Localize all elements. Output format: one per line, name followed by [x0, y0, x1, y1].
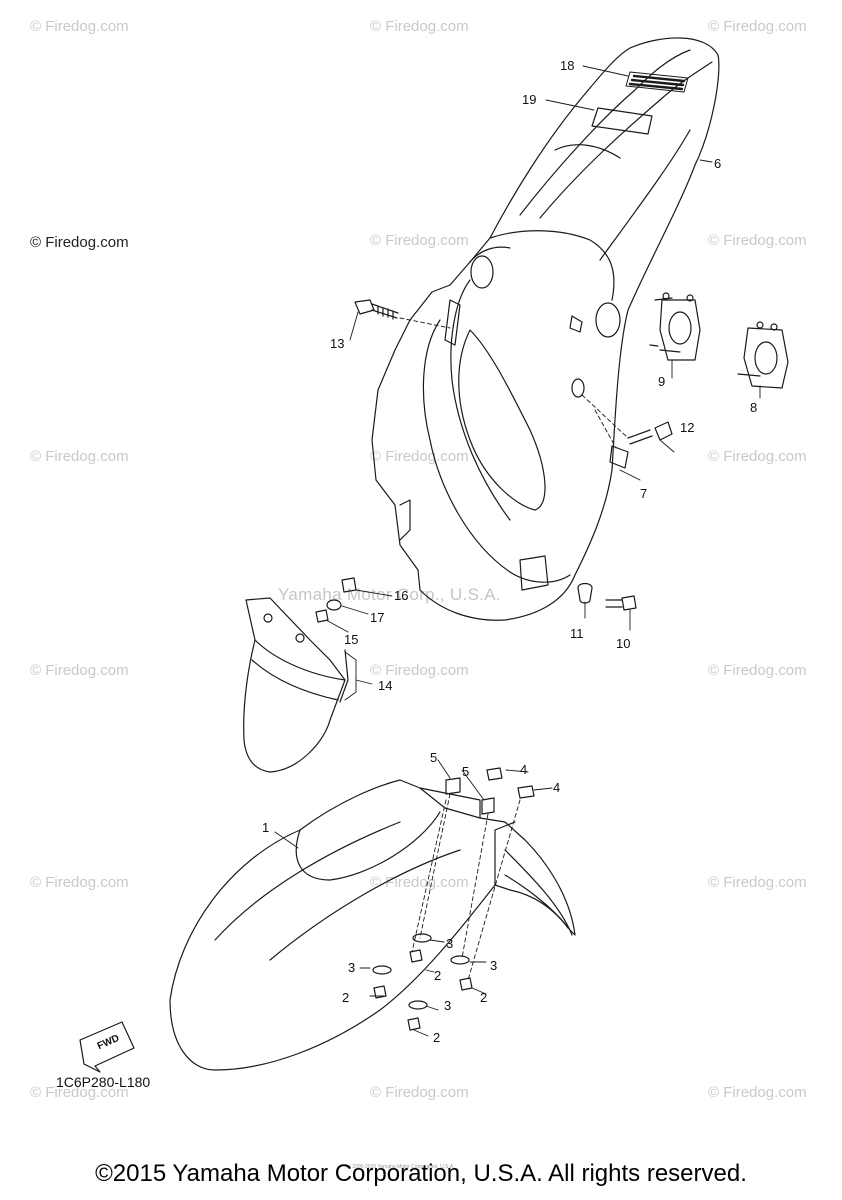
bolt-4 [486, 767, 535, 799]
callout-11: 11 [570, 626, 584, 641]
washers-3 [372, 933, 470, 1010]
callout-18: 18 [560, 58, 575, 73]
callout-10: 10 [616, 636, 631, 651]
watermark: © Firedog.com [708, 18, 807, 35]
watermark: © Firedog.com [30, 662, 129, 679]
bracket-9 [649, 292, 701, 361]
bolts-2 [373, 949, 473, 1031]
bolt-12 [627, 421, 673, 445]
watermark: © Firedog.com [708, 232, 807, 249]
callout-13: 13 [330, 336, 345, 351]
bracket-8 [737, 321, 789, 389]
callout-12: 12 [680, 420, 695, 435]
watermark: © Firedog.com [30, 1084, 129, 1101]
callout-2: 2 [433, 1030, 441, 1045]
callout-2: 2 [434, 968, 442, 983]
front-fender [169, 779, 576, 1071]
watermark: © Firedog.com [708, 662, 807, 679]
callout-14: 14 [378, 678, 393, 693]
callout-7: 7 [640, 486, 648, 501]
copyright-notice: ©2015 Yamaha Motor Corporation, U.S.A. A… [95, 1160, 747, 1187]
watermark-primary: © Firedog.com [30, 234, 129, 251]
watermark: © Firedog.com [708, 874, 807, 891]
nut-7 [609, 445, 629, 469]
collar-5 [445, 777, 495, 815]
watermark: © Firedog.com [30, 448, 129, 465]
bolt-16 [341, 577, 357, 593]
watermark: © Firedog.com [370, 662, 469, 679]
callout-17: 17 [370, 610, 385, 625]
mud-flap-14 [243, 597, 349, 773]
callout-6: 6 [714, 156, 722, 171]
callout-3: 3 [348, 960, 356, 975]
callout-5: 5 [430, 750, 438, 765]
callout-5: 5 [462, 764, 470, 779]
bolt-13 [354, 299, 399, 320]
bolt-10 [605, 595, 637, 611]
callout-4: 4 [520, 762, 528, 777]
watermark: © Firedog.com [30, 874, 129, 891]
watermark-yamaha: Yamaha Motor Corp., U.S.A. [278, 585, 501, 604]
drawing-code: 1C6P280-L180 [56, 1074, 151, 1090]
callout-16: 16 [394, 588, 409, 603]
collar-11 [577, 582, 593, 604]
callout-2: 2 [342, 990, 350, 1005]
watermark: © Firedog.com [370, 232, 469, 249]
watermark: © Firedog.com [370, 1084, 469, 1101]
nut-15 [315, 609, 329, 623]
callout-19: 19 [522, 92, 537, 107]
callout-3: 3 [446, 936, 454, 951]
callout-2: 2 [480, 990, 488, 1005]
callout-15: 15 [344, 632, 359, 647]
callout-3: 3 [444, 998, 452, 1013]
callout-4: 4 [553, 780, 561, 795]
callout-3: 3 [490, 958, 498, 973]
callout-9: 9 [658, 374, 666, 389]
callout-1: 1 [262, 820, 270, 835]
watermark: © Firedog.com [370, 18, 469, 35]
callout-8: 8 [750, 400, 758, 415]
rear-fender [371, 37, 720, 621]
watermark: © Firedog.com [708, 448, 807, 465]
watermark: © Firedog.com [370, 448, 469, 465]
small-print: (c) 2000-2015 Yamaha Motor Corporation, … [345, 1164, 455, 1170]
watermark: © Firedog.com [30, 18, 129, 35]
washer-17 [326, 599, 342, 611]
fwd-arrow-icon [79, 1021, 135, 1073]
watermark: © Firedog.com [708, 1084, 807, 1101]
